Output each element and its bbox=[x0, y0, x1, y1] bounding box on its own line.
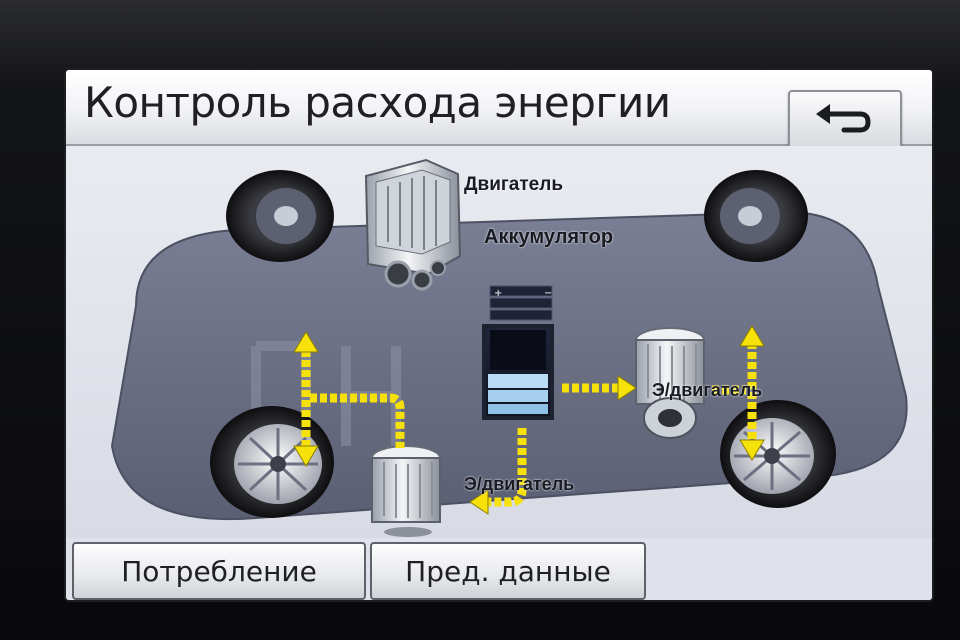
energy-flow-diagram: + − bbox=[66, 146, 932, 538]
hybrid-system-illustration: + − bbox=[110, 158, 908, 537]
svg-text:+: + bbox=[494, 288, 502, 299]
title-bar: Контроль расхода энергии bbox=[66, 70, 932, 150]
flow-arrow-battery-to-front-motor bbox=[484, 428, 527, 507]
front-electric-motor-illustration bbox=[371, 445, 441, 537]
page-title: Контроль расхода энергии bbox=[84, 78, 671, 127]
svg-text:−: − bbox=[544, 288, 552, 299]
energy-flow-arrows bbox=[301, 342, 757, 507]
rear-right-wheel bbox=[720, 400, 836, 508]
front-right-wheel bbox=[704, 170, 808, 262]
rear-left-wheel bbox=[210, 406, 334, 518]
rear-electric-motor-illustration bbox=[635, 327, 705, 439]
battery-illustration: + − bbox=[482, 285, 554, 420]
return-arrow-icon bbox=[816, 104, 871, 133]
bottom-tab-bar: Потребление Пред. данные bbox=[66, 538, 932, 600]
tab-consumption[interactable]: Потребление bbox=[72, 542, 366, 600]
battery-label: Аккумулятор bbox=[484, 226, 614, 248]
arrow-heads bbox=[293, 325, 765, 515]
front-left-wheel bbox=[226, 170, 334, 262]
engine-label: Двигатель bbox=[464, 174, 563, 195]
tab-previous-data[interactable]: Пред. данные bbox=[370, 542, 646, 600]
back-button[interactable] bbox=[788, 90, 902, 150]
engine-illustration bbox=[364, 158, 462, 291]
navigation-screen: Контроль расхода энергии bbox=[66, 70, 932, 600]
rear-motor-label: Э/двигатель bbox=[652, 380, 763, 400]
front-motor-label: Э/двигатель bbox=[464, 474, 575, 494]
flow-arrow-engine-to-axle bbox=[310, 393, 405, 448]
